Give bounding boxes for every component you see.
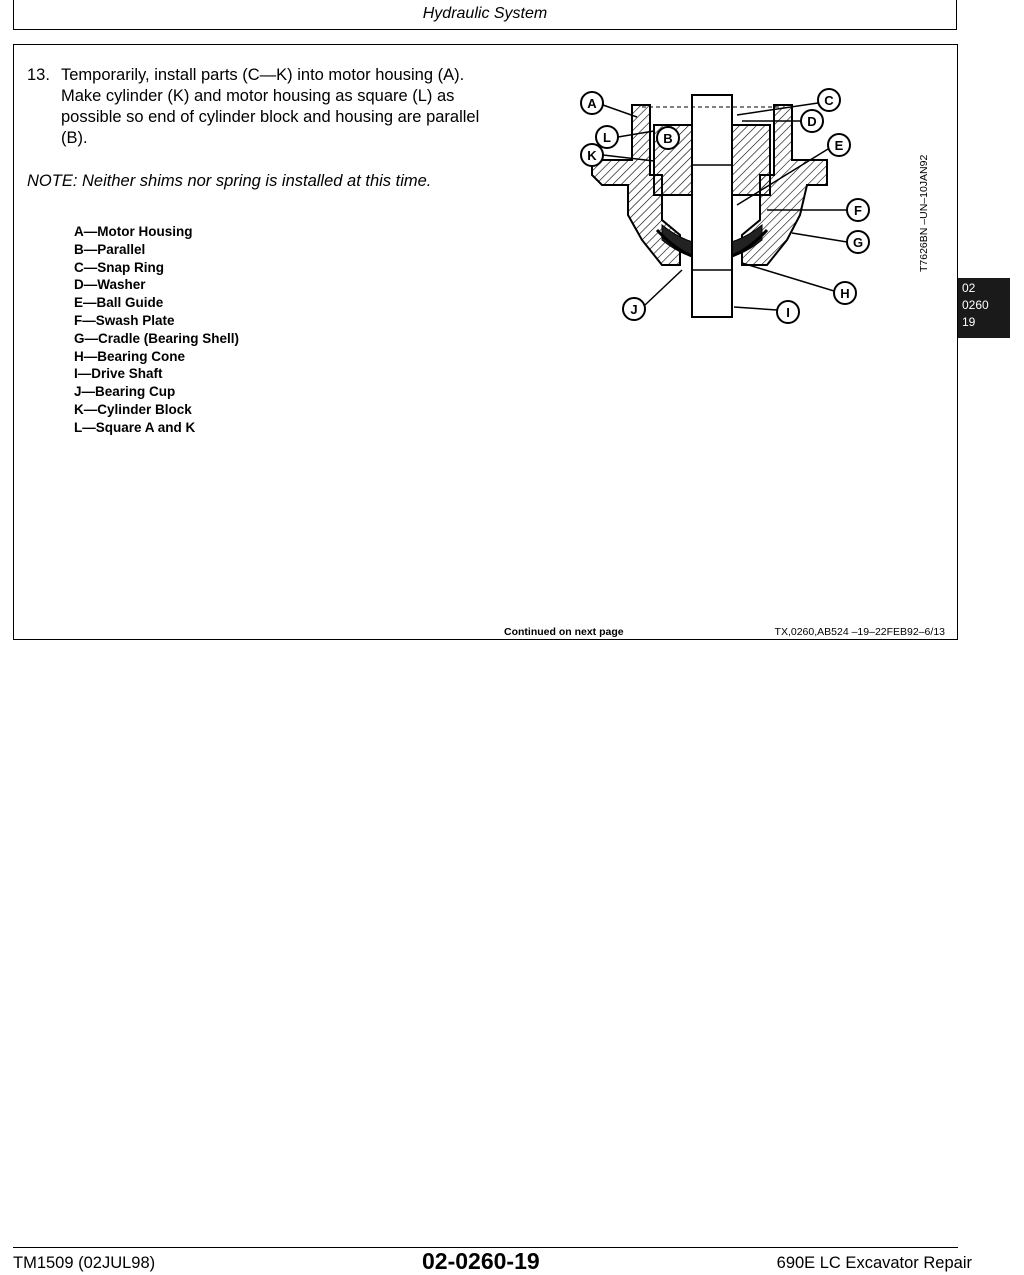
page-header: Hydraulic System (13, 0, 957, 30)
legend-item: F—Swash Plate (74, 312, 175, 328)
footer-page-number: 02-0260-19 (422, 1248, 540, 1274)
legend-item: A—Motor Housing (74, 224, 193, 239)
callout-h: H (741, 262, 857, 305)
legend-item: K—Cylinder Block (74, 401, 192, 417)
callout-i: I (733, 300, 800, 324)
callout-d: D (742, 109, 824, 133)
svg-text:D: D (807, 114, 816, 129)
svg-text:K: K (587, 148, 597, 163)
cylinder-block-right (731, 124, 771, 196)
svg-text:L: L (603, 130, 611, 145)
legend-item: J—Bearing Cup (74, 384, 176, 400)
callout-j: J (622, 269, 683, 321)
callout-b: B (656, 126, 680, 150)
footer-rule (13, 1247, 958, 1248)
motor-cross-section-figure: A L B K C D E F G H J I (580, 88, 870, 324)
legend-item: I—Drive Shaft (74, 366, 163, 382)
section-tab: 02 0260 19 (958, 278, 1010, 338)
legend-item: D—Washer (74, 277, 146, 293)
step-number: 13. (27, 66, 50, 84)
parts-legend: A—Motor Housing B—Parallel C—Snap Ring D… (74, 223, 239, 437)
legend-item: H—Bearing Cone (74, 348, 186, 364)
footer-manual-title: 690E LC Excavator Repair (776, 1254, 972, 1272)
legend-item: G—Cradle (Bearing Shell) (74, 330, 240, 346)
callout-l: L (595, 125, 655, 149)
svg-text:C: C (824, 93, 834, 108)
legend-item: B—Parallel (74, 241, 146, 257)
svg-text:I: I (786, 305, 790, 320)
svg-text:E: E (835, 138, 844, 153)
section-title: Hydraulic System (422, 5, 548, 22)
svg-text:G: G (853, 235, 863, 250)
document-code: TX,0260,AB524 –19–22FEB92–6/13 (774, 626, 945, 638)
step-text: Temporarily, install parts (C—K) into mo… (61, 66, 480, 147)
callout-f: F (767, 198, 870, 222)
callout-e: E (736, 133, 851, 206)
instruction-block: 13. Temporarily, install parts (C—K) int… (13, 44, 958, 640)
callout-a: A (580, 91, 638, 118)
callout-g: G (791, 230, 870, 254)
svg-text:H: H (840, 286, 849, 301)
legend-item: L—Square A and K (74, 419, 196, 435)
callout-c: C (736, 88, 841, 116)
tab-line: 0260 (962, 298, 989, 312)
legend-item: C—Snap Ring (74, 259, 164, 275)
svg-text:A: A (587, 96, 597, 111)
svg-text:F: F (854, 203, 862, 218)
legend-item: E—Ball Guide (74, 295, 164, 311)
note: NOTE: Neither shims nor spring is instal… (27, 172, 432, 190)
continued-notice: Continued on next page (504, 626, 624, 638)
svg-text:J: J (630, 302, 637, 317)
footer-manual-id: TM1509 (02JUL98) (13, 1254, 156, 1272)
drive-shaft (691, 94, 733, 318)
tab-line: 19 (962, 315, 976, 329)
callout-k: K (580, 143, 655, 167)
figure-id: T7626BN –UN–10JAN92 (918, 154, 930, 272)
tab-line: 02 (962, 281, 976, 295)
svg-text:B: B (663, 131, 672, 146)
step-13: 13. Temporarily, install parts (C—K) int… (27, 65, 487, 149)
